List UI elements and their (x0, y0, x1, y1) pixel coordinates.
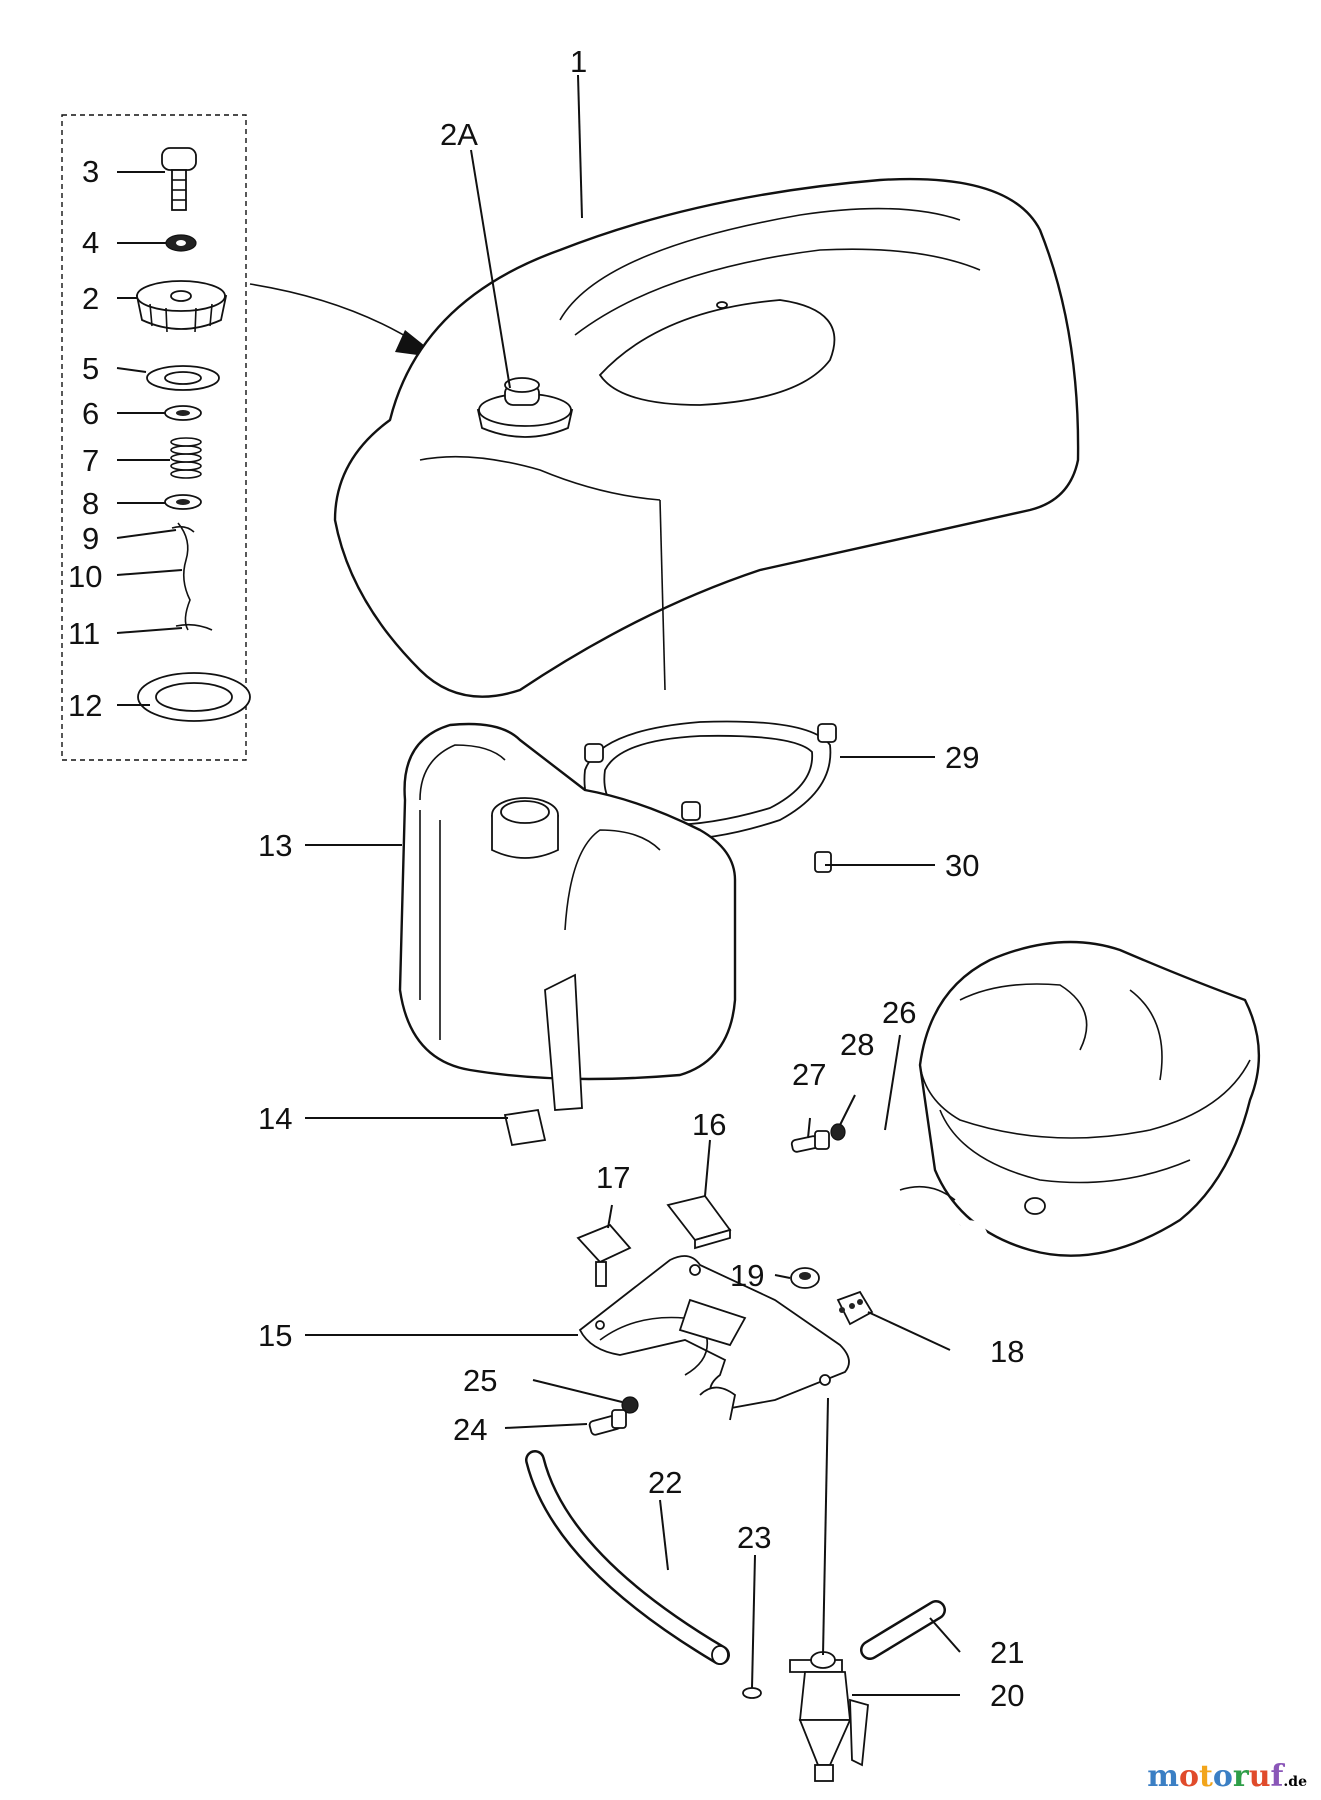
label-part-22: 22 (648, 1465, 682, 1500)
label-part-11: 11 (68, 616, 100, 651)
label-part-14: 14 (258, 1101, 292, 1136)
part-bracket-nut (790, 1267, 820, 1289)
label-part-24: 24 (453, 1412, 487, 1447)
label-part-28: 28 (840, 1027, 874, 1062)
watermark-letter: o (1179, 1759, 1200, 1794)
part-bolt-washer (621, 1396, 639, 1414)
watermark-letter: r (1232, 1759, 1249, 1794)
part-tank-cover (333, 177, 1080, 698)
label-part-9: 9 (82, 521, 99, 556)
label-part-8: 8 (82, 486, 99, 521)
label-part-1: 1 (570, 44, 587, 79)
part-rubber-pad (666, 1194, 732, 1250)
watermark-letter: t (1199, 1759, 1213, 1794)
label-part-19: 19 (730, 1258, 764, 1293)
label-part-27: 27 (792, 1057, 826, 1092)
part-fuel-valve (789, 1651, 869, 1782)
part-hose-screw (790, 1130, 830, 1153)
part-engine-housing (918, 940, 1261, 1257)
label-part-4: 4 (82, 225, 99, 260)
watermark-letter: o (1212, 1759, 1233, 1794)
label-part-23: 23 (737, 1520, 771, 1555)
label-part-12: 12 (68, 688, 102, 723)
label-part-7: 7 (82, 443, 99, 478)
part-fuel-cap (135, 280, 228, 333)
label-part-15: 15 (258, 1318, 292, 1353)
part-fuel-tank (398, 722, 737, 1147)
label-part-10: 10 (68, 559, 102, 594)
part-labels: 1 2A 3 4 2 5 6 7 8 9 10 11 12 13 14 15 1… (68, 44, 1024, 1713)
label-part-2a: 2A (440, 117, 478, 152)
label-part-3: 3 (82, 154, 99, 189)
part-bracket-bolt (588, 1409, 627, 1436)
label-part-21: 21 (990, 1635, 1024, 1670)
part-tank-bracket (578, 1255, 850, 1421)
cap-assembly-inset (61, 114, 251, 761)
reference-arrow (249, 283, 440, 358)
watermark-letter: m (1147, 1759, 1179, 1794)
label-part-16: 16 (692, 1107, 726, 1142)
part-fuel-connector (836, 1290, 874, 1326)
part-fuel-hose (525, 1450, 730, 1665)
label-part-18: 18 (990, 1334, 1024, 1369)
label-part-29: 29 (945, 740, 979, 775)
label-part-26: 26 (882, 995, 916, 1030)
watermark-suffix: .de (1283, 1774, 1307, 1790)
label-part-20: 20 (990, 1678, 1024, 1713)
part-mount-pad (576, 1223, 632, 1287)
part-hose-washer (830, 1123, 846, 1141)
label-part-6: 6 (82, 396, 99, 431)
label-part-13: 13 (258, 828, 292, 863)
label-part-5: 5 (82, 351, 99, 386)
label-part-25: 25 (463, 1363, 497, 1398)
part-tank-strap (503, 973, 583, 1147)
part-nut (814, 851, 832, 873)
label-part-30: 30 (945, 848, 979, 883)
part-hose-clip (742, 1687, 762, 1699)
part-mounted-cap (476, 377, 574, 438)
watermark-text: motoruf (1147, 1759, 1283, 1794)
watermark-letter: u (1248, 1759, 1271, 1794)
part-spring (170, 437, 202, 479)
part-knob-screw (161, 147, 197, 211)
watermark-letter: f (1270, 1759, 1284, 1794)
watermark-logo: motoruf.de (1147, 1759, 1307, 1794)
label-part-17: 17 (596, 1160, 630, 1195)
leader-lines (116, 74, 961, 1696)
part-retainer-chain (171, 522, 213, 631)
part-short-hose (860, 1600, 946, 1660)
label-part-2: 2 (82, 281, 99, 316)
